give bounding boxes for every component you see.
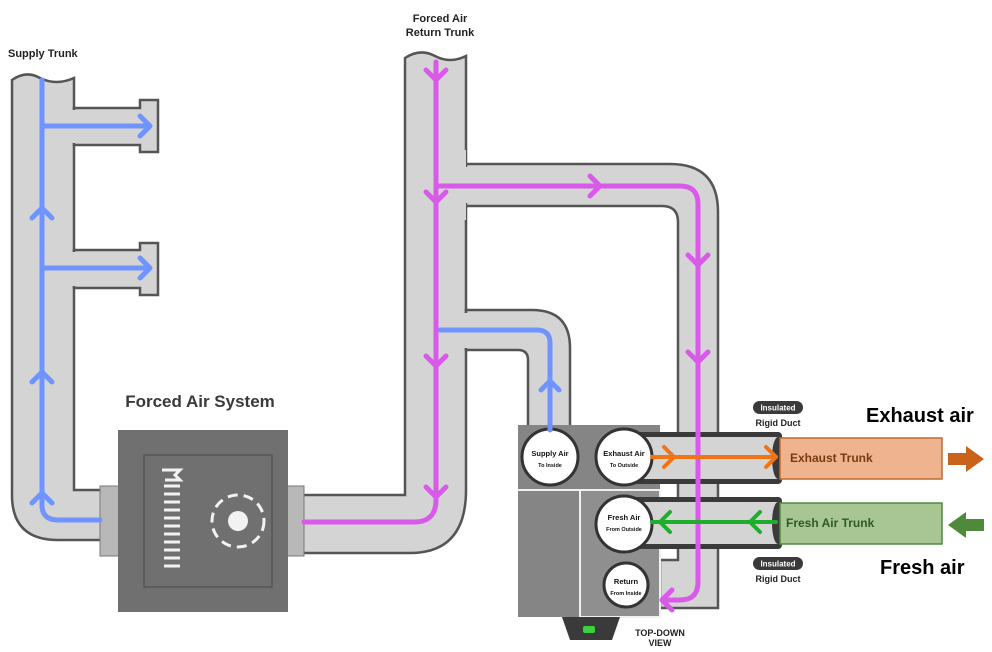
insulated-pill-bottom <box>753 557 803 570</box>
insulated-pill-top <box>753 401 803 414</box>
status-indicator-light <box>583 626 595 633</box>
exhaust-air-label: Exhaust air <box>866 405 974 427</box>
insulated-top-label: Insulated <box>760 404 795 413</box>
fresh-outside-arrow-icon <box>948 512 984 538</box>
top-down-view-label-line1: TOP-DOWN <box>635 628 685 638</box>
port-fresh-air-sub: From Outside <box>606 527 642 533</box>
port-return-sub: From Inside <box>610 591 641 597</box>
insulated-bottom-label: Insulated <box>760 560 795 569</box>
port-supply-air-sub: To Inside <box>538 463 562 469</box>
exhaust-outside-arrow-icon <box>948 446 984 472</box>
port-fresh-air-main: Fresh Air <box>608 513 641 522</box>
exhaust-trunk-label: Exhaust Trunk <box>790 451 873 465</box>
return-trunk-label-line2: Return Trunk <box>406 27 475 39</box>
fresh-flow-lines <box>650 510 778 534</box>
supply-flow-lines <box>29 77 562 523</box>
port-return-main: Return <box>614 577 639 586</box>
rigid-duct-top-label: Rigid Duct <box>756 418 801 428</box>
exhaust-flow-lines <box>650 445 778 469</box>
furnace-filter-icon <box>162 468 184 568</box>
supply-trunk-label: Supply Trunk <box>8 48 79 60</box>
fresh-air-trunk-box <box>779 502 943 545</box>
port-supply-air-main: Supply Air <box>531 449 568 458</box>
port-return <box>602 561 650 609</box>
forced-air-furnace <box>99 430 305 612</box>
return-flow-lines <box>301 59 711 613</box>
port-fresh-air <box>594 494 654 554</box>
top-down-view-label-line2: VIEW <box>648 638 672 648</box>
fresh-air-trunk-label: Fresh Air Trunk <box>786 516 875 530</box>
port-exhaust-air-sub: To Outside <box>610 463 638 469</box>
fresh-air-label: Fresh air <box>880 557 965 579</box>
furnace-blower-icon <box>210 493 266 549</box>
exhaust-trunk-box <box>779 437 943 480</box>
forced-air-system-label: Forced Air System <box>125 392 275 411</box>
rigid-duct-bottom-label: Rigid Duct <box>756 574 801 584</box>
return-trunk-label-line1: Forced Air <box>413 13 468 25</box>
port-exhaust-air-main: Exhaust Air <box>603 449 644 458</box>
